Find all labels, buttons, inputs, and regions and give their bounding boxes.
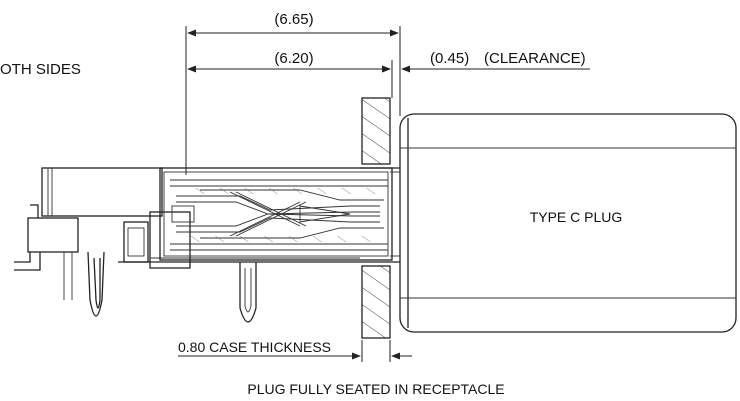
type-c-plug: TYPE C PLUG <box>399 113 737 333</box>
clearance-text-label: (CLEARANCE) <box>484 50 586 67</box>
caption: PLUG FULLY SEATED IN RECEPTACLE <box>247 381 504 397</box>
clearance-value-label: (0.45) <box>430 50 469 67</box>
dimension-6-20: (6.20) <box>187 50 393 98</box>
dimension-inner-label: (6.20) <box>274 50 313 67</box>
dimension-overall-label: (6.65) <box>274 11 313 28</box>
case-panel <box>360 97 400 339</box>
receptacle-body <box>14 167 393 323</box>
dimension-clearance: (0.45) (CLEARANCE) <box>370 50 590 73</box>
case-thickness-label: 0.80 CASE THICKNESS <box>178 339 331 355</box>
dimension-6-65: (6.65) <box>185 11 401 175</box>
dimension-case-thickness: 0.80 CASE THICKNESS <box>178 339 412 362</box>
plug-label: TYPE C PLUG <box>530 209 623 225</box>
left-note-label: OTH SIDES <box>0 61 81 78</box>
